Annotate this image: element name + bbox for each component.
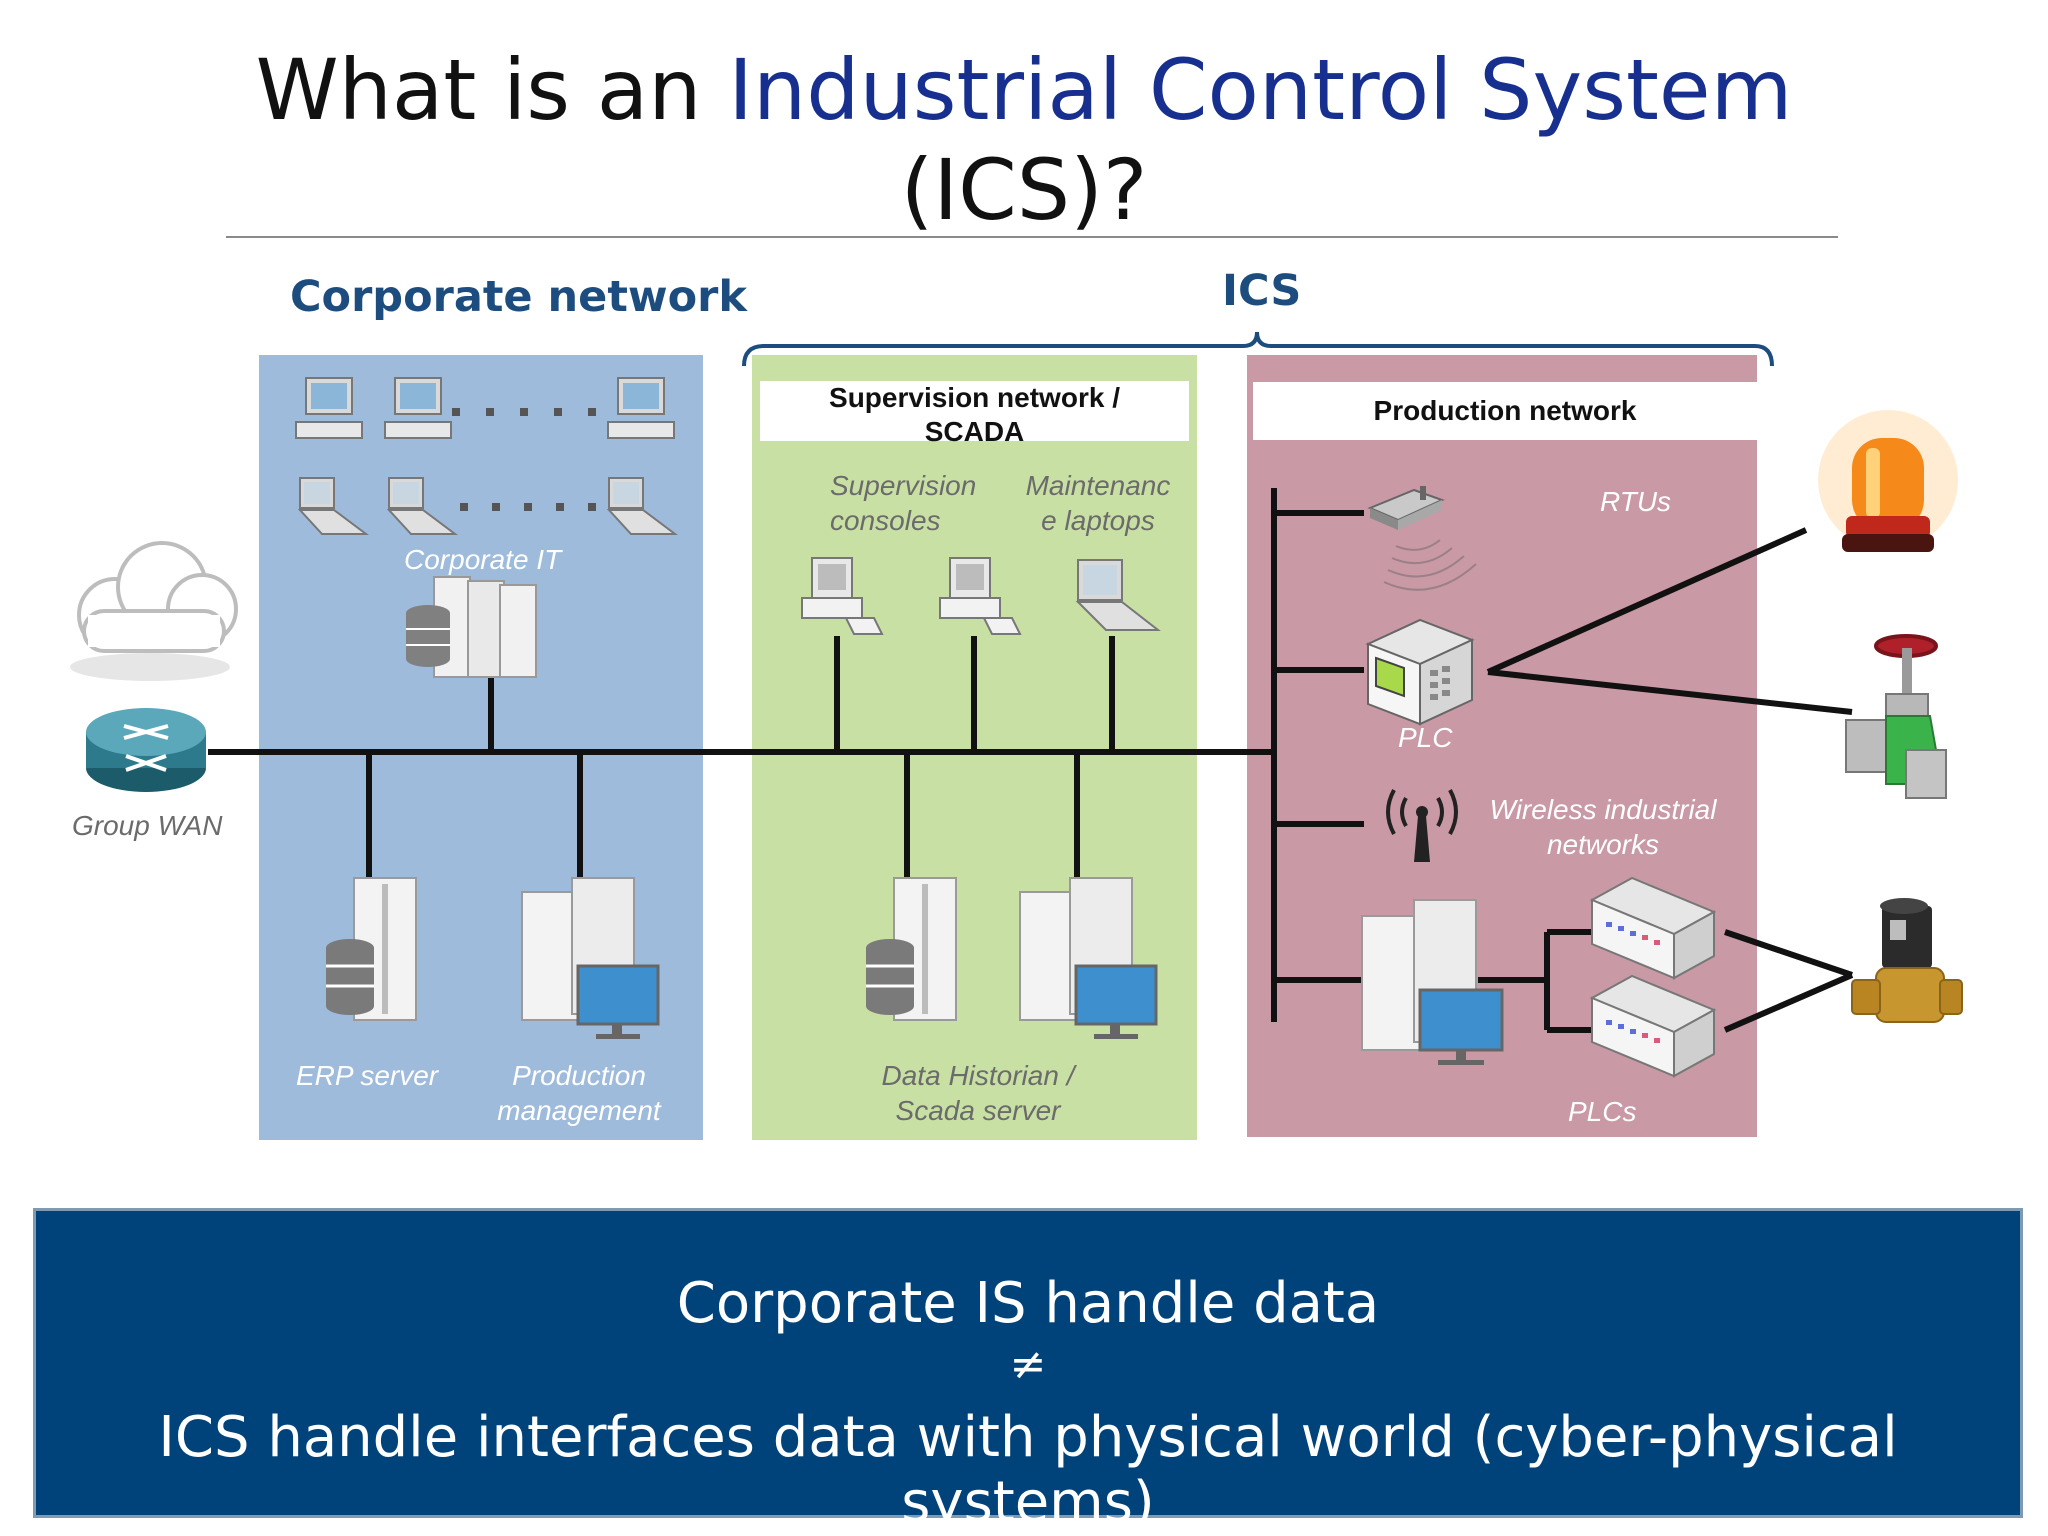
production-management-line2: management [497,1095,661,1126]
production-zone-header: Production network [1253,382,1757,440]
rtu-icon [1367,486,1477,591]
production-management-line1: Production [512,1060,646,1091]
supervision-console-icons [801,557,1022,635]
banner-line2: ≠ [1009,1339,1047,1390]
title-part1: What is an [255,41,729,139]
title-part2: (ICS)? [900,141,1148,239]
scada-server-icon [1019,877,1158,1039]
corporate-desktop-icons [295,377,675,439]
plc-label: PLC [1398,722,1453,753]
solenoid-valve-icon [1851,898,1963,1023]
erp-server-label: ERP server [296,1060,439,1091]
desktop-dots [452,408,596,416]
supervision-consoles-label: Supervision consoles [830,468,976,538]
maintenance-laptop-icon [1075,559,1161,631]
ics-bracket [742,331,1774,367]
supervision-header-line1: Supervision network / [829,382,1120,413]
cloud-icon [70,541,238,681]
rtus-label: RTUs [1600,486,1672,517]
wireless-antenna-icon [1386,789,1458,862]
warning-beacon-icon [1818,410,1958,552]
data-historian-server-icon [866,877,957,1021]
production-management-server-icon [521,877,660,1039]
production-management-label: Production management [486,1058,672,1128]
corporate-network-heading: Corporate network [290,272,747,322]
plc-icon [1365,618,1475,726]
plcs-label: PLCs [1568,1096,1637,1127]
supervision-zone-header: Supervision network / SCADA [760,381,1189,447]
maintenance-laptops-line1: Maintenanc [1025,470,1171,501]
title-divider [226,236,1838,238]
field-links [1486,527,1854,1033]
supervision-header-line2: SCADA [924,416,1025,447]
maintenance-laptops-line2: e laptops [1041,505,1155,536]
maintenance-laptops-label: Maintenanc e laptops [1018,468,1178,538]
banner-line1: Corporate IS handle data [676,1271,1380,1336]
plc-module-icon-1 [1589,876,1717,980]
network-bus [208,488,1592,1033]
corporate-it-server-icon [406,576,537,678]
banner-line3: ICS handle interfaces data with physical… [158,1405,1898,1535]
wireless-line2: networks [1546,829,1660,860]
corporate-laptop-icons [297,477,678,535]
valve-icon [1845,634,1947,799]
corporate-it-label: Corporate IT [404,544,562,575]
slide-title: What is an Industrial Control System (IC… [0,40,2048,240]
erp-server-icon [326,877,417,1021]
data-historian-line2: Scada server [895,1095,1061,1126]
supervision-consoles-line1: Supervision [830,470,977,501]
data-historian-line1: Data Historian / [881,1060,1075,1091]
wireless-line1: Wireless industrial [1489,794,1717,825]
laptop-dots [460,503,596,511]
supervision-consoles-line2: consoles [830,505,941,536]
wireless-networks-label: Wireless industrial networks [1478,792,1728,862]
production-server-icon [1361,899,1504,1065]
router-icon [86,708,206,792]
title-highlight: Industrial Control System [728,41,1793,139]
group-wan-label: Group WAN [72,810,223,841]
data-historian-label: Data Historian / Scada server [860,1058,1096,1128]
summary-banner: Corporate IS handle data ≠ ICS handle in… [33,1208,2023,1535]
ics-heading: ICS [1222,266,1302,316]
plc-module-icon-2 [1589,974,1717,1078]
